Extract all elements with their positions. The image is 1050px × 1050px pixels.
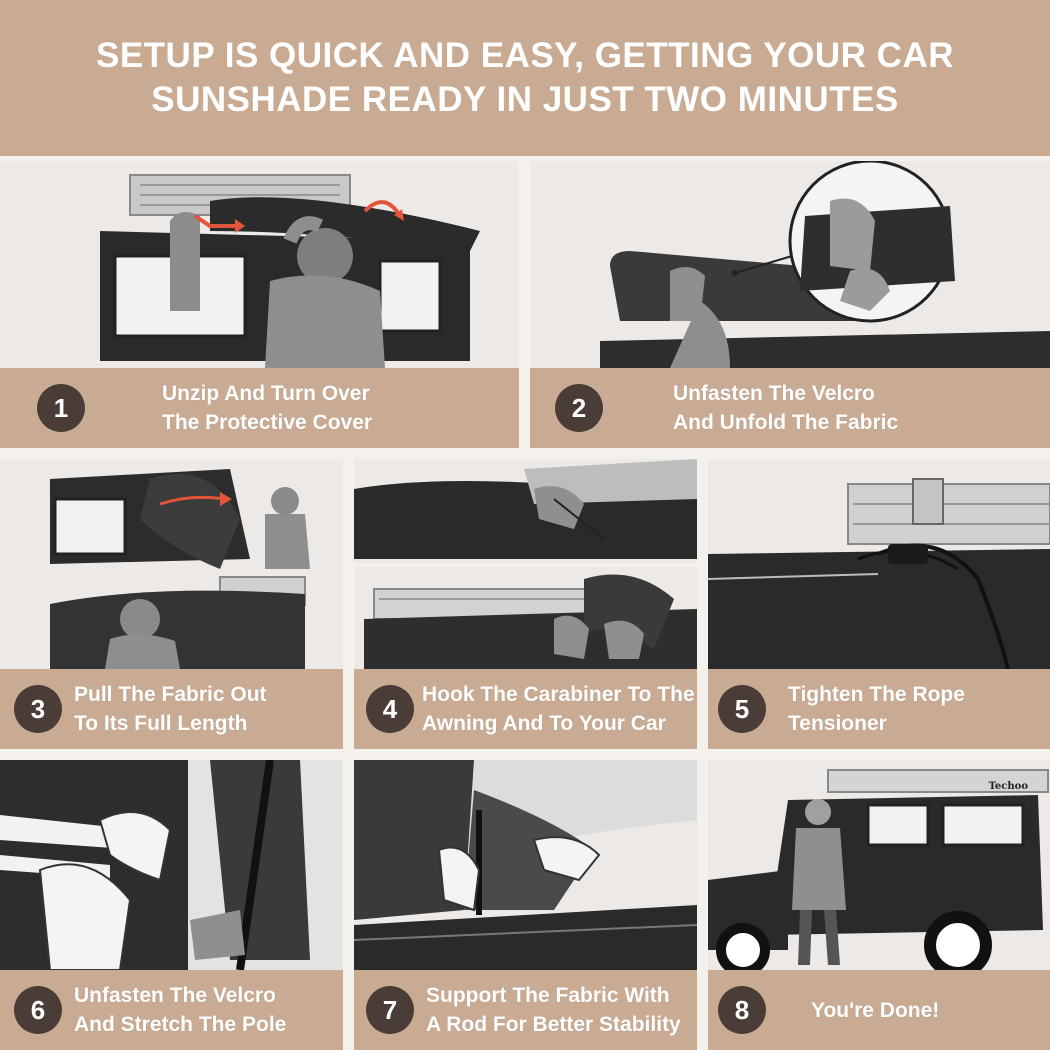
step-6-illustration	[0, 760, 343, 970]
step-1-line-1: Unzip And Turn Over	[162, 382, 370, 405]
step-3-line-1: Pull The Fabric Out	[74, 683, 267, 706]
step-2-badge: 2	[555, 384, 603, 432]
step-7-text: Support The Fabric With A Rod For Better…	[426, 981, 681, 1039]
step-panel-8: Techoo 8 You're Done!	[708, 760, 1050, 1050]
step-5-line-2: Tensioner	[788, 712, 887, 735]
step-panel-3: 3 Pull The Fabric Out To Its Full Length	[0, 459, 343, 749]
step-3-caption: 3 Pull The Fabric Out To Its Full Length	[0, 669, 343, 749]
step-1-text: Unzip And Turn Over The Protective Cover	[162, 379, 372, 437]
step-2-caption: 2 Unfasten The Velcro And Unfold The Fab…	[530, 368, 1050, 448]
step-4-illustration	[354, 459, 697, 669]
title-line-1: SETUP IS QUICK AND EASY, GETTING YOUR CA…	[95, 36, 955, 75]
step-5-illustration	[708, 459, 1050, 669]
step-4-caption: 4 Hook The Carabiner To The Awning And T…	[354, 669, 697, 749]
step-1-illustration	[0, 161, 519, 368]
step-2-text: Unfasten The Velcro And Unfold The Fabri…	[673, 379, 898, 437]
step-6-badge: 6	[14, 986, 62, 1034]
step-7-illustration	[354, 760, 697, 970]
step-8-badge: 8	[718, 986, 766, 1034]
step-5-text: Tighten The Rope Tensioner	[788, 680, 965, 738]
brand-logo: Techoo	[988, 781, 1028, 792]
step-1-badge: 1	[37, 384, 85, 432]
step-7-caption: 7 Support The Fabric With A Rod For Bett…	[354, 970, 697, 1050]
step-6-line-2: And Stretch The Pole	[74, 1013, 287, 1036]
step-panel-6: 6 Unfasten The Velcro And Stretch The Po…	[0, 760, 343, 1050]
step-panel-1: 1 Unzip And Turn Over The Protective Cov…	[0, 161, 519, 448]
step-8-caption: 8 You're Done!	[708, 970, 1050, 1050]
step-5-caption: 5 Tighten The Rope Tensioner	[708, 669, 1050, 749]
step-4-line-1: Hook The Carabiner To The	[422, 683, 695, 706]
step-4-text: Hook The Carabiner To The Awning And To …	[422, 680, 695, 738]
step-8-illustration: Techoo	[708, 760, 1050, 970]
title-line-2: SUNSHADE READY IN JUST TWO MINUTES	[151, 80, 899, 119]
step-3-line-2: To Its Full Length	[74, 712, 248, 735]
step-4-badge: 4	[366, 685, 414, 733]
step-8-line-1: You're Done!	[811, 998, 940, 1022]
step-3-badge: 3	[14, 685, 62, 733]
step-3-text: Pull The Fabric Out To Its Full Length	[74, 680, 267, 738]
step-7-line-1: Support The Fabric With	[426, 984, 670, 1007]
step-6-line-1: Unfasten The Velcro	[74, 984, 276, 1007]
step-7-badge: 7	[366, 986, 414, 1034]
step-7-line-2: A Rod For Better Stability	[426, 1013, 681, 1036]
step-6-caption: 6 Unfasten The Velcro And Stretch The Po…	[0, 970, 343, 1050]
step-4-line-2: Awning And To Your Car	[422, 712, 666, 735]
step-panel-4: 4 Hook The Carabiner To The Awning And T…	[354, 459, 697, 749]
page-title: SETUP IS QUICK AND EASY, GETTING YOUR CA…	[45, 34, 1005, 122]
step-panel-5: 5 Tighten The Rope Tensioner	[708, 459, 1050, 749]
step-1-line-2: The Protective Cover	[162, 411, 373, 434]
step-2-line-1: Unfasten The Velcro	[673, 382, 875, 405]
step-1-caption: 1 Unzip And Turn Over The Protective Cov…	[0, 368, 519, 448]
step-2-line-2: And Unfold The Fabric	[673, 411, 899, 434]
page-header: SETUP IS QUICK AND EASY, GETTING YOUR CA…	[0, 0, 1050, 156]
step-2-illustration	[530, 161, 1050, 368]
step-5-badge: 5	[718, 685, 766, 733]
step-panel-2: 2 Unfasten The Velcro And Unfold The Fab…	[530, 161, 1050, 448]
step-panel-7: 7 Support The Fabric With A Rod For Bett…	[354, 760, 697, 1050]
step-8-text: You're Done!	[811, 996, 939, 1025]
step-6-text: Unfasten The Velcro And Stretch The Pole	[74, 981, 286, 1039]
step-5-line-1: Tighten The Rope	[788, 683, 965, 706]
step-3-illustration	[0, 459, 343, 669]
